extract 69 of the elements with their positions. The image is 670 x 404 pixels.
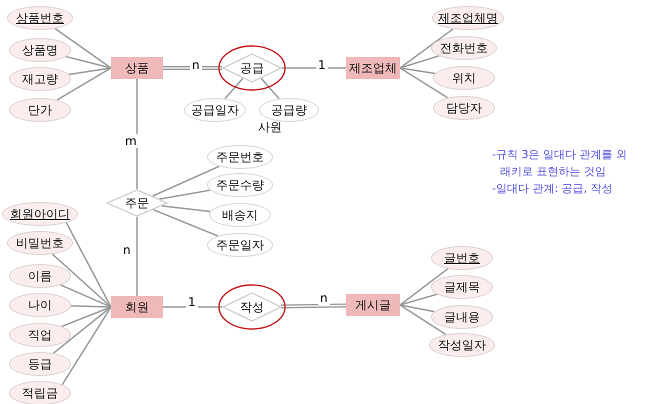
attribute-ellipse: 제조업체명 bbox=[432, 6, 504, 30]
connector-line bbox=[65, 222, 112, 308]
attribute-ellipse: 상품명 bbox=[9, 38, 71, 62]
entity-box: 상품 bbox=[111, 57, 163, 79]
connector-line bbox=[163, 66, 222, 70]
entity-box: 회원 bbox=[111, 296, 163, 318]
attribute-ellipse: 상품번호 bbox=[7, 6, 73, 30]
connector-line bbox=[60, 284, 112, 308]
attribute-ellipse: 나이 bbox=[9, 293, 71, 317]
connector-line bbox=[162, 205, 210, 212]
attribute-ellipse: 공급량 bbox=[259, 98, 319, 122]
connector-line bbox=[159, 189, 210, 200]
connector-line bbox=[53, 306, 112, 354]
attribute-ellipse: 작성일자 bbox=[429, 333, 495, 357]
attribute-ellipse: 주문번호 bbox=[207, 145, 273, 169]
connector-line bbox=[153, 208, 218, 237]
connector-line bbox=[152, 166, 220, 197]
attribute-ellipse: 담당자 bbox=[433, 96, 495, 120]
connector-line bbox=[54, 28, 112, 69]
connector-line bbox=[400, 67, 436, 74]
cardinality-label: 1 bbox=[186, 295, 198, 309]
connector-line bbox=[163, 306, 222, 308]
connector-line bbox=[400, 268, 448, 306]
connector-line bbox=[52, 254, 112, 308]
attribute-ellipse: 배송지 bbox=[209, 203, 271, 227]
attribute-ellipse: 전화번호 bbox=[431, 36, 497, 60]
connector-line bbox=[66, 56, 112, 69]
attribute-label: 사원 bbox=[258, 119, 282, 136]
attribute-ellipse: 재고량 bbox=[9, 67, 71, 91]
attribute-ellipse: 회원아이디 bbox=[2, 202, 78, 226]
cardinality-label: 1 bbox=[316, 58, 328, 72]
entity-box: 제조업체 bbox=[346, 57, 400, 79]
connector-line bbox=[400, 304, 446, 336]
attribute-ellipse: 주문일자 bbox=[207, 233, 273, 257]
attribute-ellipse: 직업 bbox=[9, 323, 71, 347]
attribute-ellipse: 비밀번호 bbox=[7, 231, 73, 255]
connector-line bbox=[136, 79, 138, 189]
relationship-diamond: 주문 bbox=[106, 189, 168, 217]
attribute-ellipse: 위치 bbox=[433, 66, 495, 90]
connector-line bbox=[56, 67, 112, 101]
attribute-ellipse: 글제목 bbox=[431, 275, 493, 299]
cardinality-label: m bbox=[123, 134, 139, 148]
connector-line bbox=[400, 67, 448, 98]
note-text: -일대다 관계: 공급, 작성 bbox=[492, 181, 614, 197]
attribute-ellipse: 공급일자 bbox=[184, 98, 246, 122]
attribute-ellipse: 등급 bbox=[9, 352, 71, 376]
connector-line bbox=[136, 217, 138, 296]
note-text: -규칙 3은 일대다 관계를 외래키로 표현하는 것임 bbox=[492, 147, 628, 180]
connector-line bbox=[68, 67, 112, 76]
attribute-ellipse: 글내용 bbox=[431, 305, 493, 329]
connector-line bbox=[224, 78, 244, 100]
connector-line bbox=[61, 306, 112, 386]
connector-line bbox=[400, 55, 440, 69]
attribute-ellipse: 적립금 bbox=[9, 381, 71, 404]
attribute-ellipse: 이름 bbox=[9, 264, 71, 288]
connector-line bbox=[70, 305, 112, 308]
attribute-ellipse: 주문수량 bbox=[207, 173, 273, 197]
connector-line bbox=[281, 303, 346, 309]
entity-box: 게시글 bbox=[346, 294, 400, 316]
relationship-diamond: 공급 bbox=[222, 53, 282, 83]
connector-line bbox=[61, 306, 112, 328]
connector-line bbox=[400, 293, 438, 306]
connector-line bbox=[282, 67, 346, 69]
relationship-diamond: 작성 bbox=[222, 292, 282, 322]
connector-line bbox=[400, 304, 434, 312]
attribute-ellipse: 단가 bbox=[9, 98, 71, 122]
connector-line bbox=[260, 78, 280, 100]
connector-line bbox=[400, 28, 454, 69]
attribute-ellipse: 글번호 bbox=[431, 246, 493, 270]
